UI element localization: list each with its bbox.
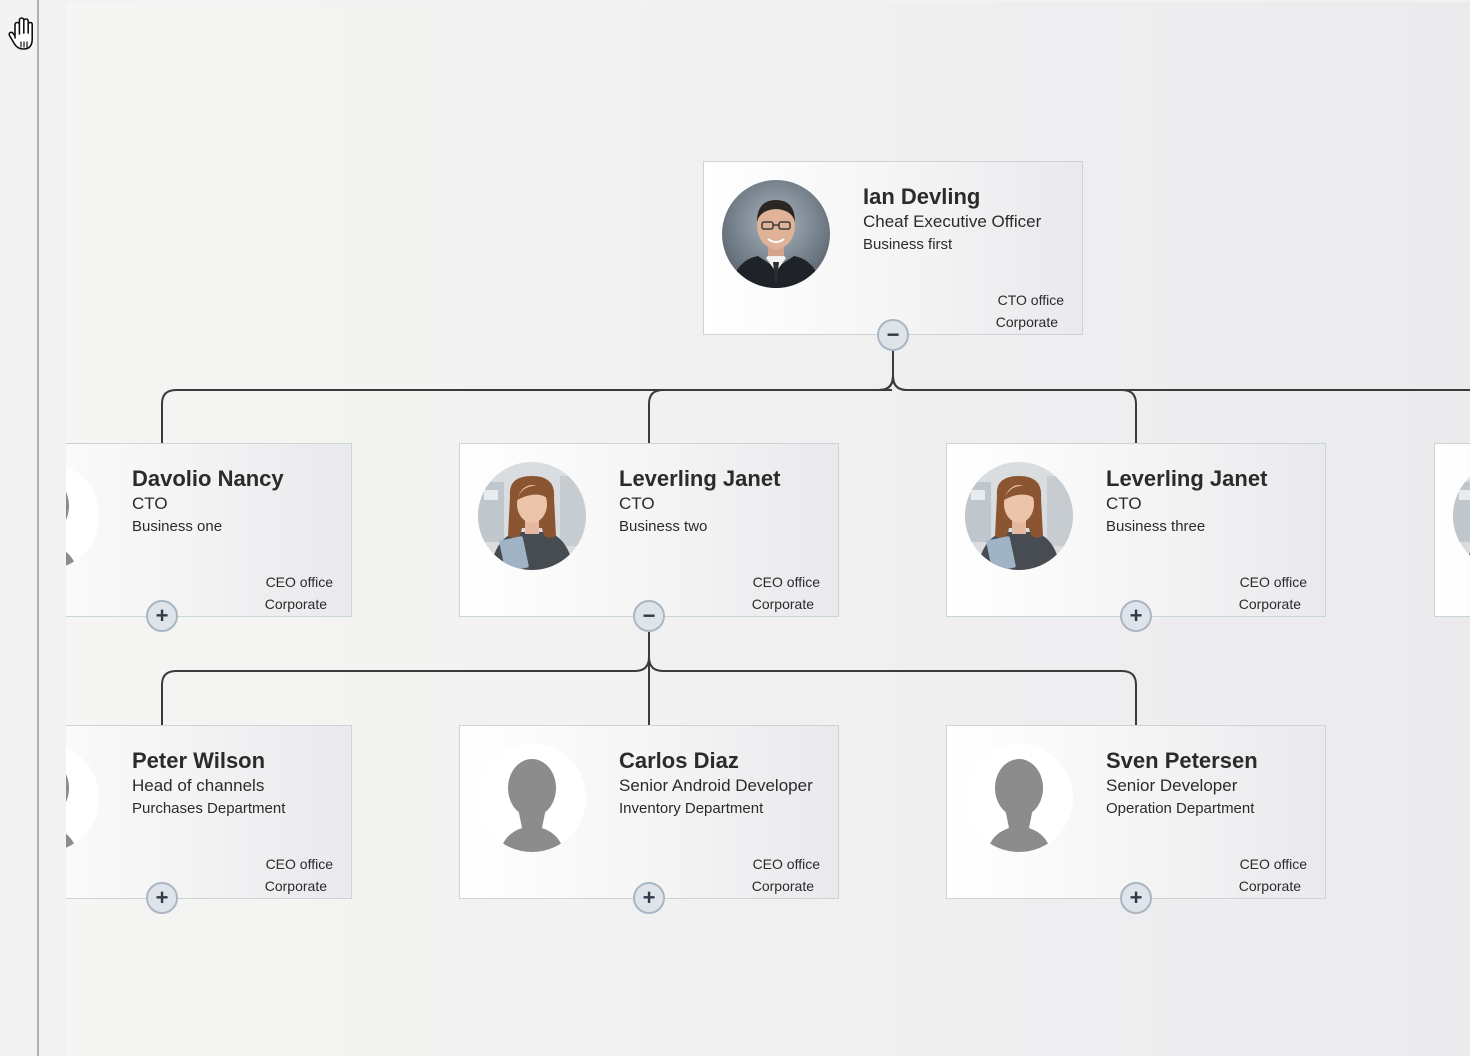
node-name: Davolio Nancy [132,466,284,491]
avatar [478,462,586,570]
hand-pan-icon[interactable] [6,14,40,54]
node-title: CTO [1106,494,1142,513]
node-group: Corporate [264,596,327,612]
node-title: Head of channels [132,776,265,795]
node-group: Corporate [264,878,327,894]
collapse-button[interactable]: − [877,319,909,351]
org-node-offscreen[interactable] [1434,443,1470,617]
avatar [965,744,1073,852]
connector-lines [161,351,1470,725]
node-group: Corporate [751,878,814,894]
avatar [722,180,830,288]
node-title: CTO [132,494,168,513]
avatar [478,744,586,852]
connector-root-to-l1b [648,375,894,443]
avatar [66,462,99,570]
connector-root-to-offscreen [892,375,1470,391]
node-business: Business first [863,236,953,253]
node-business: Operation Department [1106,800,1255,817]
org-node-sven-petersen[interactable]: Sven Petersen Senior Developer Operation… [946,725,1326,899]
node-group: Corporate [1238,596,1301,612]
node-title: Senior Android Developer [619,776,813,795]
connector-root-to-l1a [161,375,894,443]
connector-l1b-to-l2c [648,656,1137,725]
node-business: Business three [1106,518,1206,535]
node-title: Cheaf Executive Officer [863,212,1042,231]
node-office: CEO office [752,856,820,872]
org-node-leverling-janet-1[interactable]: Leverling Janet CTO Business two CEO off… [459,443,839,617]
connector-l1b-to-l2a [161,656,650,725]
node-name: Peter Wilson [132,748,266,773]
node-office: CTO office [997,292,1064,308]
expand-button[interactable]: + [1120,600,1152,632]
org-chart-canvas[interactable]: Ian Devling Cheaf Executive Officer Busi… [66,2,1470,1056]
org-node-leverling-janet-2[interactable]: Leverling Janet CTO Business three CEO o… [946,443,1326,617]
expand-button[interactable]: + [146,882,178,914]
org-node-root[interactable]: Ian Devling Cheaf Executive Officer Busi… [703,161,1083,335]
node-group: Corporate [1238,878,1301,894]
org-node-carlos-diaz[interactable]: Carlos Diaz Senior Android Developer Inv… [459,725,839,899]
node-group: Corporate [751,596,814,612]
left-toolbar [0,0,39,1056]
expand-button[interactable]: + [633,882,665,914]
expand-button[interactable]: + [1120,882,1152,914]
node-title: Senior Developer [1106,776,1238,795]
expand-button[interactable]: + [146,600,178,632]
node-business: Business two [619,518,708,535]
node-office: CEO office [1239,856,1307,872]
avatar [1453,462,1470,570]
node-office: CEO office [265,856,333,872]
node-office: CEO office [265,574,333,590]
org-node-davolio-nancy[interactable]: Davolio Nancy CTO Business one CEO offic… [66,443,352,617]
node-name: Sven Petersen [1106,748,1258,773]
node-business: Inventory Department [619,800,764,817]
org-node-peter-wilson[interactable]: Peter Wilson Head of channels Purchases … [66,725,352,899]
node-name: Ian Devling [863,184,981,209]
node-business: Business one [132,518,223,535]
collapse-button[interactable]: − [633,600,665,632]
avatar [965,462,1073,570]
node-business: Purchases Department [132,800,286,817]
node-title: CTO [619,494,655,513]
connector-root-to-l1c [892,375,1137,443]
node-office: CEO office [752,574,820,590]
node-group: Corporate [995,314,1058,330]
node-name: Leverling Janet [619,466,781,491]
avatar [66,744,99,852]
node-name: Leverling Janet [1106,466,1268,491]
node-office: CEO office [1239,574,1307,590]
node-name: Carlos Diaz [619,748,739,773]
